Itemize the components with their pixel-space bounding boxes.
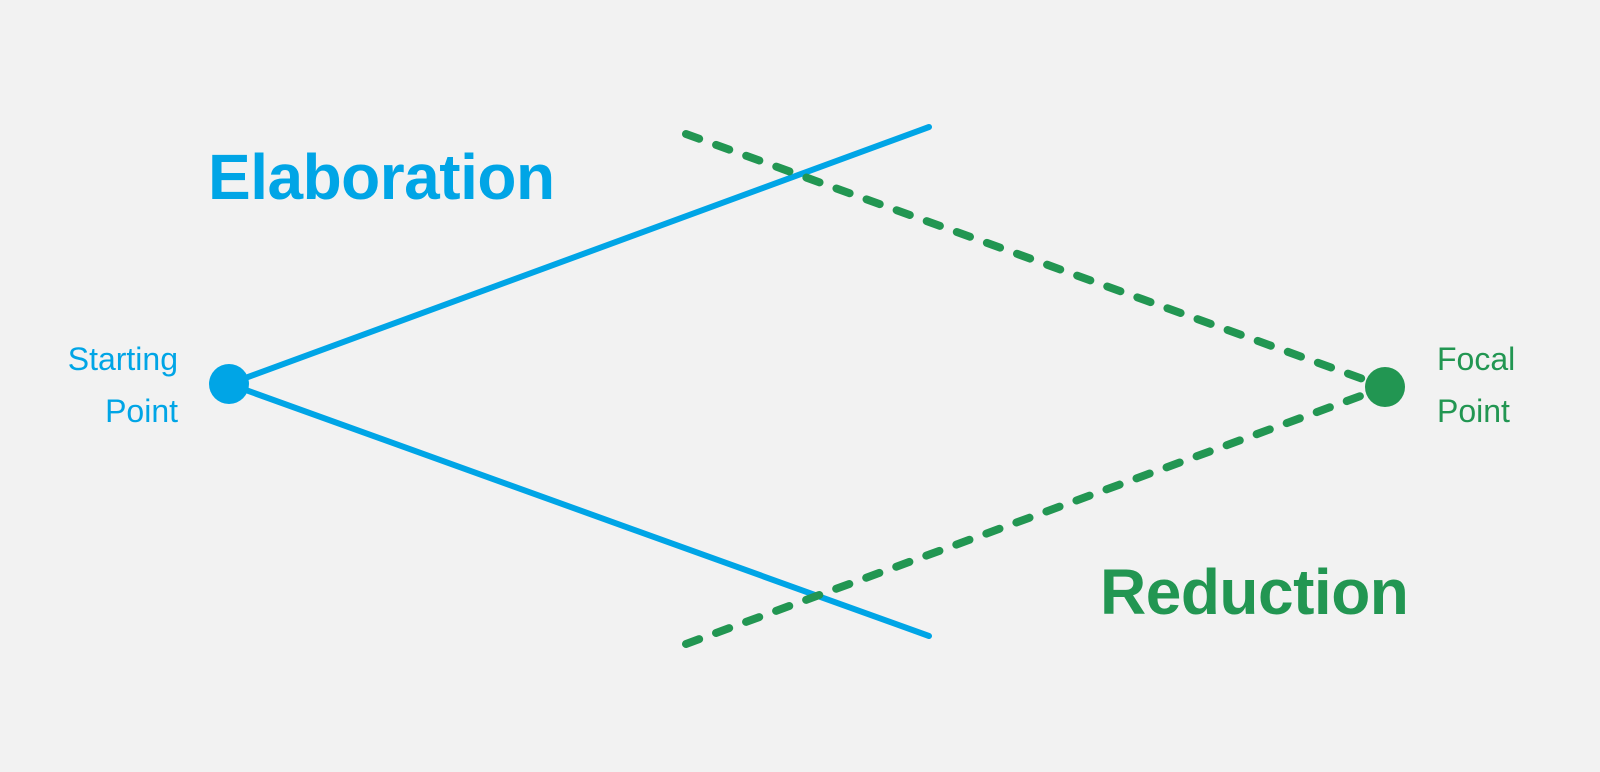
elaboration-lower-line [226, 381, 932, 639]
focal-point-node [1365, 367, 1405, 407]
reduction-title: Reduction [1100, 556, 1409, 628]
focal-point-label-line1: Focal [1437, 341, 1516, 377]
elaboration-title: Elaboration [208, 141, 555, 213]
starting-point-label-line2: Point [105, 393, 178, 429]
focal-point-label: Focal Point [1437, 333, 1515, 437]
elaboration-upper-line [226, 124, 932, 387]
reduction-lower-line [682, 383, 1389, 648]
starting-point-label: Starting Point [68, 333, 178, 437]
starting-point-node [209, 364, 249, 404]
reduction-upper-line [682, 130, 1389, 391]
focal-point-label-line2: Point [1437, 393, 1510, 429]
starting-point-label-line1: Starting [67, 341, 178, 377]
